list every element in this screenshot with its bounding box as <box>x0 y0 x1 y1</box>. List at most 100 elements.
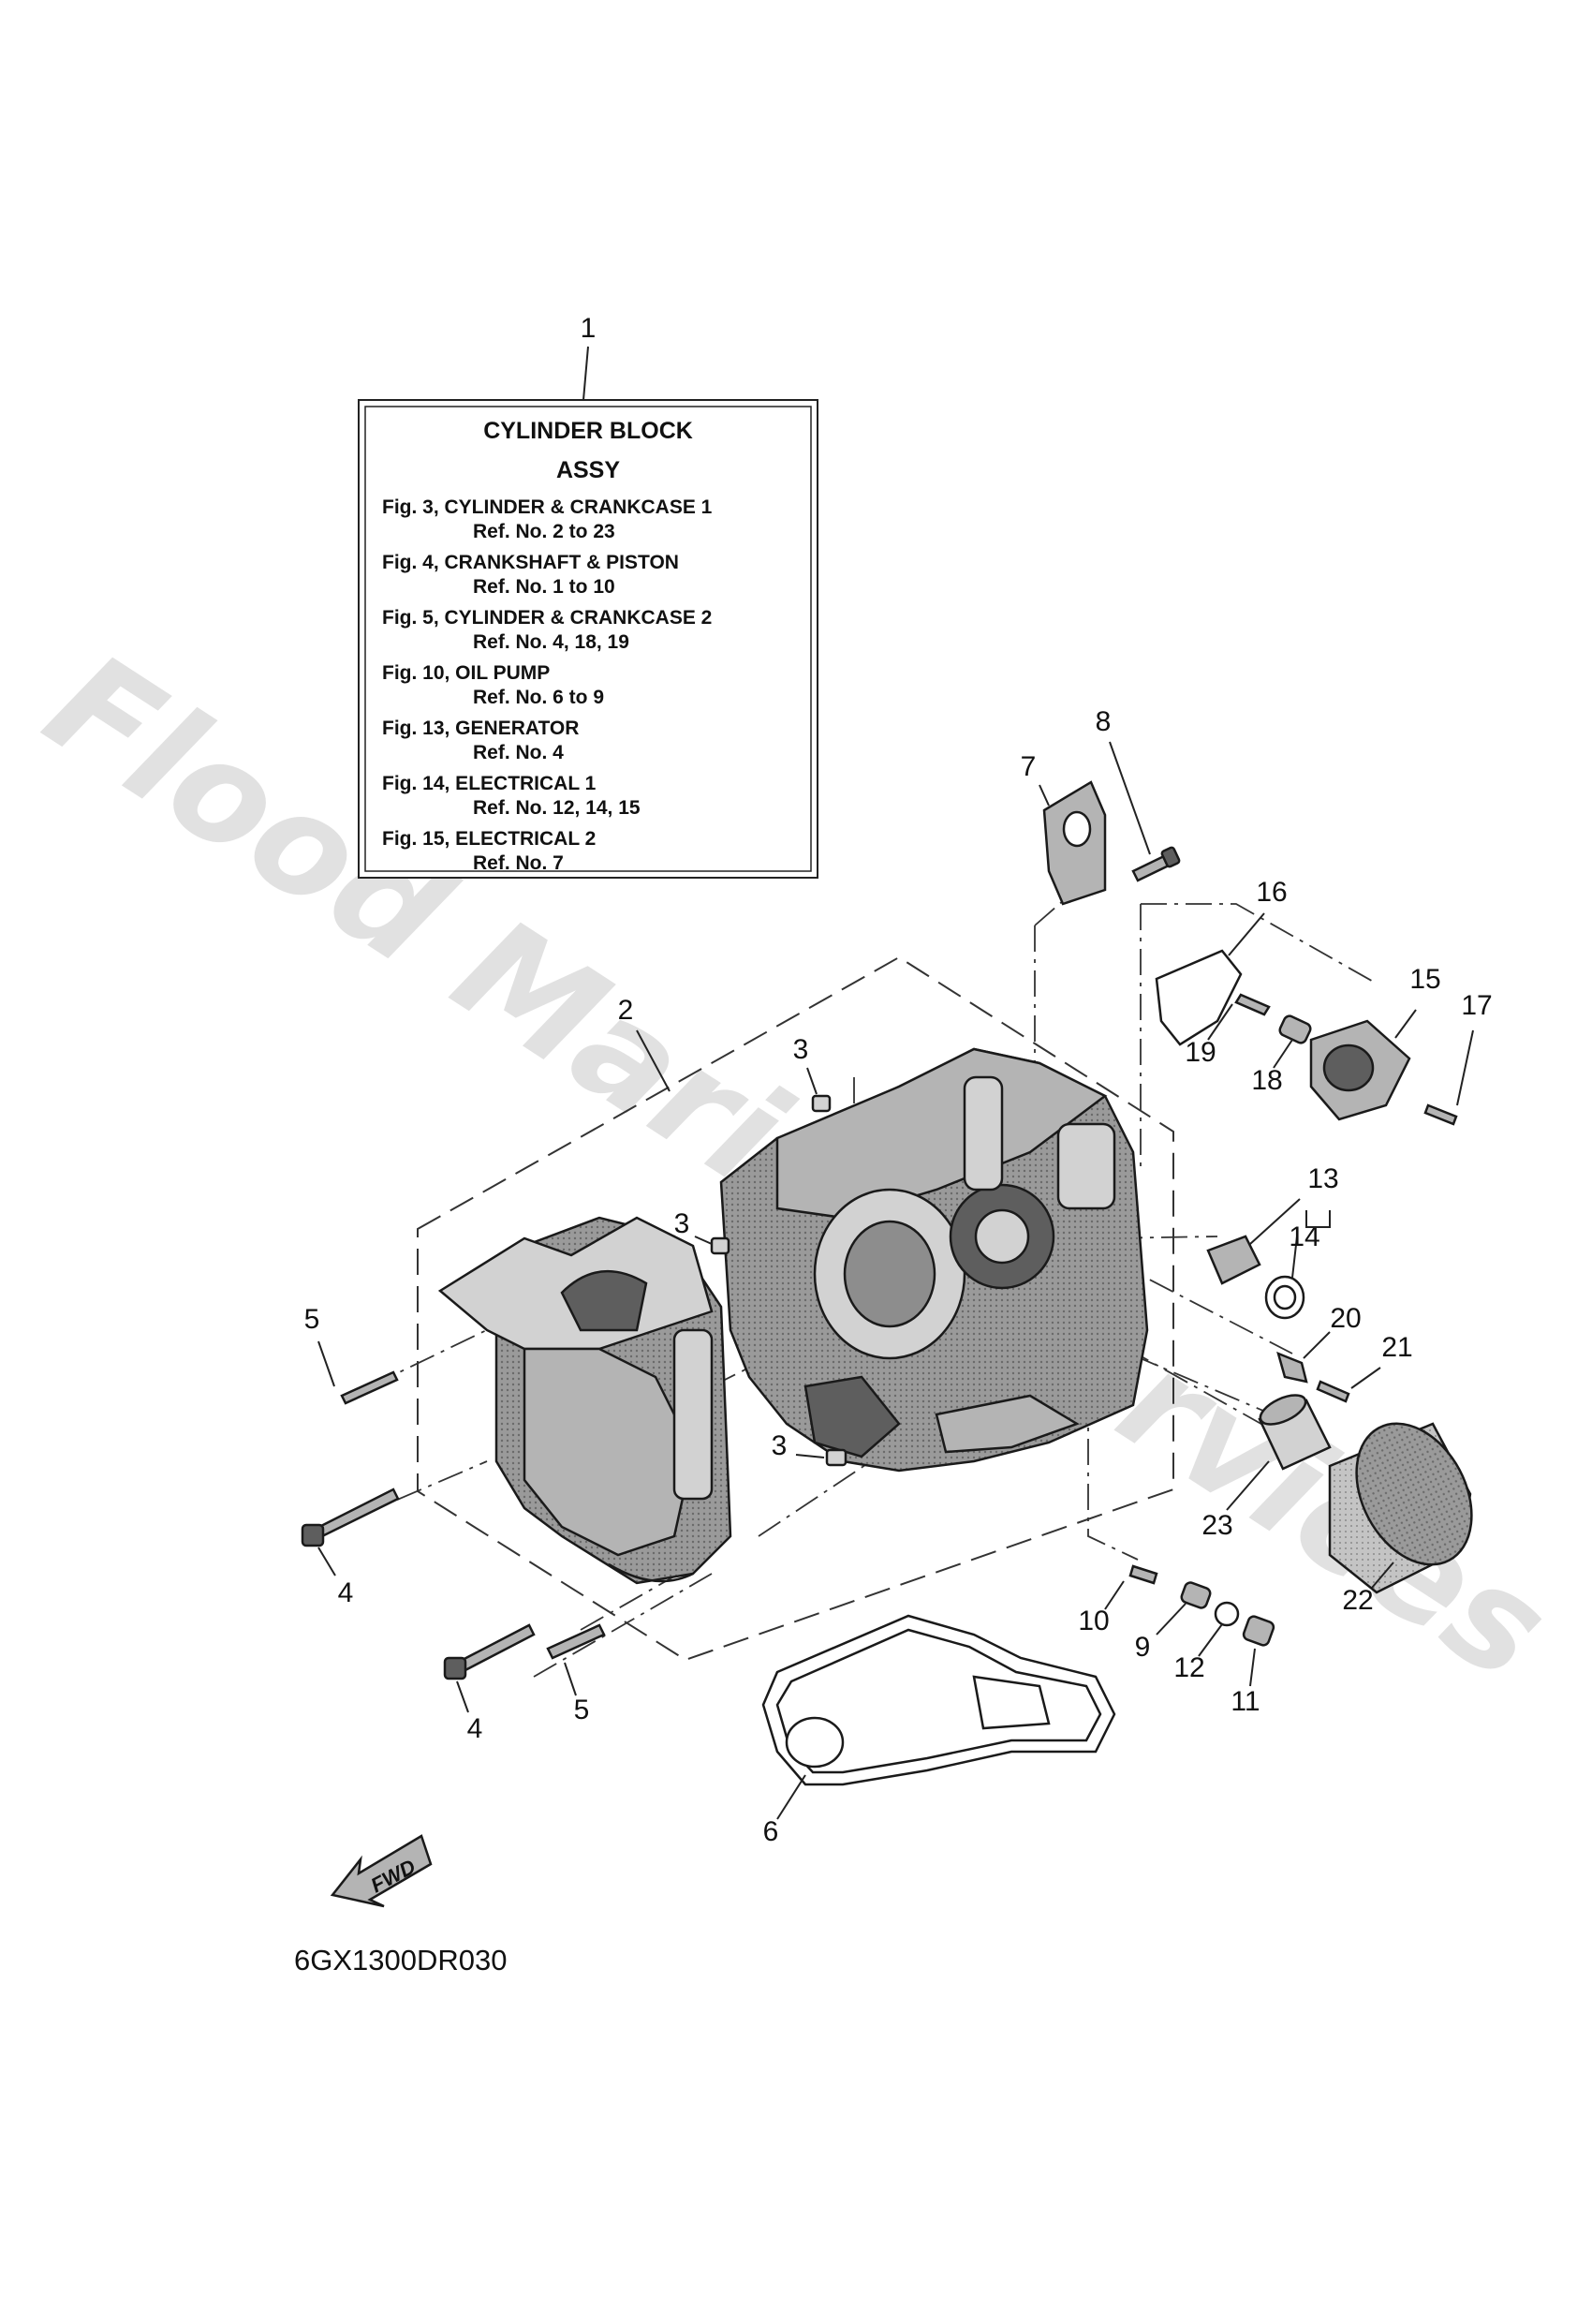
callout-9: 9 <box>1135 1603 1186 1663</box>
callout-number: 16 <box>1256 877 1287 908</box>
leader-line <box>1156 1603 1186 1636</box>
callout-number: 12 <box>1173 1652 1204 1683</box>
crankcase-part <box>437 1216 732 1585</box>
callout-5: 5 <box>564 1662 590 1725</box>
leader-line <box>1350 1367 1381 1389</box>
leader-line <box>1198 1623 1223 1657</box>
callout-17: 17 <box>1456 990 1493 1106</box>
box-ref-line: Ref. No. 4 <box>473 742 564 763</box>
leader-line <box>1456 1029 1474 1106</box>
leader-line <box>1303 1331 1331 1359</box>
callout-7: 7 <box>1021 751 1050 807</box>
callout-number: 1 <box>581 313 597 344</box>
callout-13: 13 <box>1249 1163 1339 1245</box>
leader-line <box>1371 1562 1394 1589</box>
box-fig-line: Fig. 13, GENERATOR <box>382 718 579 739</box>
leader-line <box>636 1029 671 1092</box>
leader-line <box>317 1340 335 1387</box>
callout-number: 3 <box>793 1034 809 1065</box>
callout-11: 11 <box>1231 1648 1260 1717</box>
reference-box: CYLINDER BLOCK ASSY Fig. 3, CYLINDER & C… <box>358 399 818 879</box>
callout-4: 4 <box>317 1547 354 1608</box>
box-ref-line: Ref. No. 2 to 23 <box>473 521 615 542</box>
sleeve-part <box>1258 1394 1332 1471</box>
bracket-part <box>1042 780 1107 906</box>
callout-4: 4 <box>456 1680 483 1744</box>
callout-number: 17 <box>1461 990 1492 1021</box>
callout-10: 10 <box>1078 1580 1125 1636</box>
callout-number: 2 <box>618 995 634 1026</box>
leader-line <box>1226 1460 1270 1511</box>
box-fig-line: Fig. 14, ELECTRICAL 1 <box>382 773 597 794</box>
callout-number: 11 <box>1231 1686 1260 1717</box>
callout-14: 14 <box>1289 1221 1320 1279</box>
callout-2: 2 <box>618 995 671 1092</box>
callout-number: 8 <box>1096 706 1112 737</box>
callout-number: 18 <box>1251 1065 1282 1096</box>
callout-number: 9 <box>1135 1632 1151 1663</box>
callout-number: 3 <box>674 1208 690 1239</box>
callout-number: 14 <box>1289 1221 1319 1252</box>
callout-3: 3 <box>674 1208 713 1245</box>
callout-20: 20 <box>1303 1303 1362 1359</box>
callout-number: 4 <box>467 1713 483 1744</box>
callout-number: 4 <box>338 1577 354 1608</box>
leader-line <box>1207 1003 1233 1041</box>
callout-3: 3 <box>793 1034 818 1095</box>
callout-number: 10 <box>1078 1606 1109 1636</box>
leader-line <box>1228 912 1265 956</box>
callout-number: 19 <box>1185 1037 1216 1068</box>
leader-line <box>1249 1198 1301 1245</box>
box-fig-line: Fig. 15, ELECTRICAL 2 <box>382 828 596 850</box>
callout-3: 3 <box>772 1430 825 1461</box>
callout-18: 18 <box>1251 1039 1293 1096</box>
leader-line <box>456 1680 469 1713</box>
box-ref-line: Ref. No. 6 to 9 <box>473 687 604 708</box>
forward-arrow-icon: FWD <box>330 1834 433 1908</box>
callout-number: 6 <box>763 1816 779 1847</box>
callout-number: 13 <box>1307 1163 1338 1194</box>
box-ref-line: Ref. No. 12, 14, 15 <box>473 797 641 819</box>
callout-8: 8 <box>1096 706 1151 855</box>
callout-1: 1 <box>581 313 597 401</box>
box-ref-line: Ref. No. 4, 18, 19 <box>473 631 629 653</box>
leader-line <box>795 1454 825 1458</box>
box-ref-line: Ref. No. 7 <box>473 852 564 874</box>
callout-number: 5 <box>574 1695 590 1725</box>
small-parts <box>301 846 1458 1680</box>
box-fig-line: Fig. 4, CRANKSHAFT & PISTON <box>382 552 679 573</box>
leader-line <box>317 1547 336 1576</box>
callout-22: 22 <box>1342 1562 1394 1616</box>
callout-number: 3 <box>772 1430 788 1461</box>
callout-5: 5 <box>304 1304 335 1387</box>
box-title: CYLINDER BLOCK <box>483 418 693 444</box>
callout-23: 23 <box>1201 1460 1270 1541</box>
leader-line <box>1394 1009 1417 1039</box>
callout-number: 23 <box>1201 1510 1232 1541</box>
callout-19: 19 <box>1185 1003 1233 1068</box>
box-fig-line: Fig. 10, OIL PUMP <box>382 662 550 684</box>
leader-line <box>806 1067 818 1095</box>
box-fig-line: Fig. 5, CYLINDER & CRANKCASE 2 <box>382 607 712 629</box>
callout-16: 16 <box>1228 877 1288 956</box>
leader-line <box>1249 1648 1256 1687</box>
callout-bracket <box>1305 1210 1331 1228</box>
callout-6: 6 <box>763 1774 806 1847</box>
callout-15: 15 <box>1394 964 1441 1039</box>
leader-line <box>564 1662 577 1696</box>
leader-line <box>582 346 589 401</box>
cylinder-block-part <box>719 1047 1149 1473</box>
leader-line <box>1104 1580 1125 1610</box>
leader-line <box>1109 741 1151 855</box>
leader-line <box>694 1236 713 1245</box>
cover-gasket-part <box>1155 949 1243 1046</box>
leader-line <box>1291 1236 1298 1279</box>
callout-number: 5 <box>304 1304 320 1335</box>
callout-number: 7 <box>1021 751 1037 782</box>
box-ref-line: Ref. No. 1 to 10 <box>473 576 615 598</box>
oil-filter-part <box>1328 1422 1473 1594</box>
box-subtitle: ASSY <box>556 457 620 483</box>
callout-number: 21 <box>1381 1332 1412 1363</box>
